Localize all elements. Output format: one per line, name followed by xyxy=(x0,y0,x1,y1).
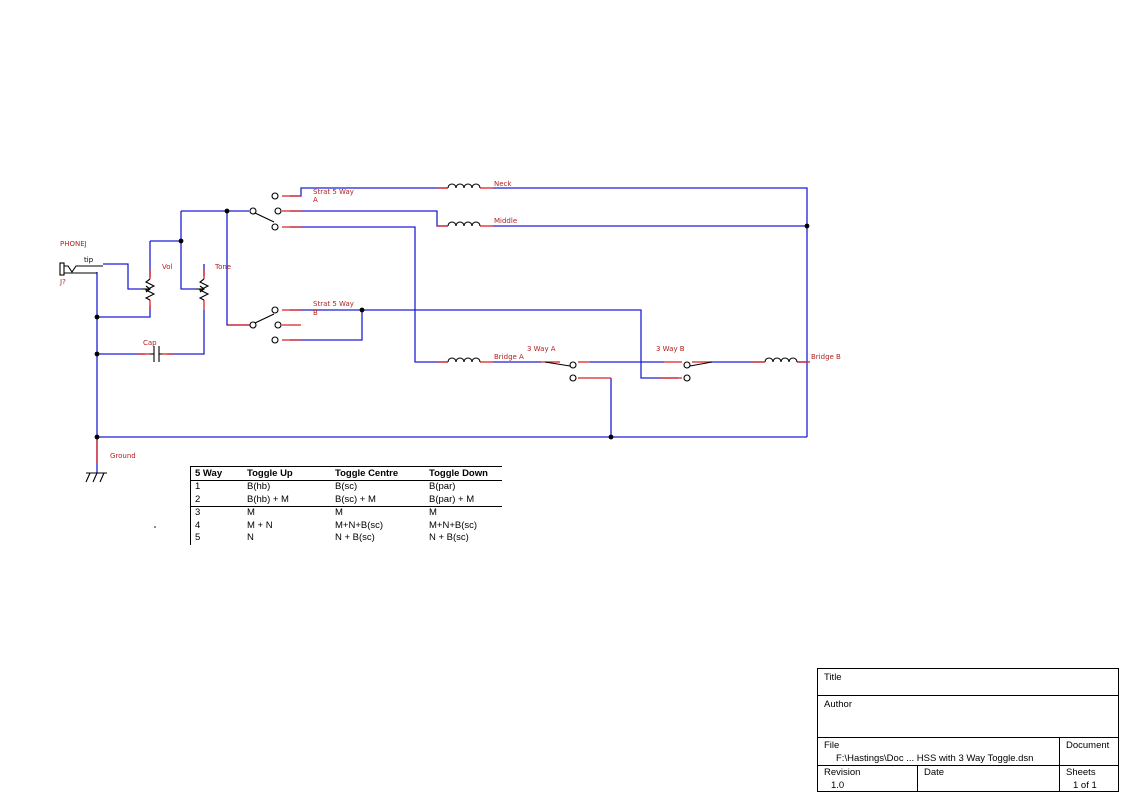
file-label: File xyxy=(824,740,840,751)
table-cell: M+N+B(sc) xyxy=(429,519,478,531)
table-row: 5 N N + B(sc) N + B(sc) xyxy=(191,532,503,545)
label-tone: Tone xyxy=(214,263,231,271)
table-header: Toggle Up xyxy=(243,466,331,481)
label-neck: Neck xyxy=(494,180,512,188)
title-label: Title xyxy=(824,672,842,683)
label-strat-a: Strat 5 Way xyxy=(313,188,354,196)
title-block: Title Author File F:\Hastings\Doc ... HS… xyxy=(817,668,1119,792)
label-strat-b-sub: B xyxy=(313,309,318,317)
divider xyxy=(1059,737,1060,792)
table-cell: 4 xyxy=(195,519,201,531)
file-value: F:\Hastings\Doc ... HSS with 3 Way Toggl… xyxy=(836,753,1034,764)
pickup-coils xyxy=(447,183,798,363)
table-cell: B(par) + M xyxy=(425,493,502,507)
label-middle: Middle xyxy=(494,217,517,225)
three-way-switch-b xyxy=(683,361,713,382)
label-strat-b: Strat 5 Way xyxy=(313,300,354,308)
ground-symbol xyxy=(85,472,107,483)
label-phonej: PHONEJ xyxy=(60,240,87,248)
table-row: 2 B(hb) + M B(sc) + M B(par) + M xyxy=(190,493,502,507)
document-label: Document xyxy=(1066,740,1110,751)
label-ground: Ground xyxy=(110,452,136,460)
divider xyxy=(818,695,1118,696)
tone-pot xyxy=(196,278,210,301)
junction-dots xyxy=(94,208,810,440)
label-three-way-a: 3 Way A xyxy=(527,345,556,353)
divider xyxy=(917,765,918,792)
revision-label: Revision xyxy=(824,767,861,778)
table-cell: 3 xyxy=(195,507,201,518)
vol-pot xyxy=(142,278,156,301)
tone-capacitor xyxy=(150,346,162,362)
table-cell: B(hb) + M xyxy=(243,493,331,507)
wires xyxy=(96,187,808,473)
strat-switch-b xyxy=(249,306,282,344)
author-label: Author xyxy=(824,699,852,710)
label-three-way-b: 3 Way B xyxy=(656,345,685,353)
sheets-value: 1 of 1 xyxy=(1073,780,1097,791)
table-row: 1 B(hb) B(sc) B(par) xyxy=(191,481,503,494)
table-cell: 2 xyxy=(190,493,243,507)
table-cell: B(hb) xyxy=(247,481,271,492)
table-header: 5 Way xyxy=(190,466,243,481)
label-strat-a-sub: A xyxy=(313,196,318,204)
divider xyxy=(818,765,1118,766)
table-cell: B(sc) xyxy=(335,481,358,492)
table-cell: B(sc) + M xyxy=(331,493,425,507)
strat-switch-a xyxy=(249,192,282,231)
sheets-label: Sheets xyxy=(1066,767,1096,778)
label-cap: Cap xyxy=(143,339,157,347)
date-label: Date xyxy=(924,767,945,778)
label-bridge-a: Bridge A xyxy=(494,353,524,361)
pin-stubs xyxy=(96,187,810,463)
table-cell: M+N+B(sc) xyxy=(335,519,384,531)
label-jack-ref: J? xyxy=(59,278,66,286)
table-cell: M xyxy=(335,507,343,518)
table-cell: M xyxy=(429,507,437,518)
table-cell: 5 xyxy=(195,532,201,543)
table-row: 3 M M M xyxy=(191,507,503,520)
table-header: Toggle Down xyxy=(425,466,502,481)
revision-value: 1.0 xyxy=(831,780,845,791)
component-labels: PHONEJ J? tip Vol Tone Cap Ground Strat … xyxy=(59,180,841,460)
phone-jack xyxy=(59,262,103,276)
table-cell: 1 xyxy=(195,481,201,492)
table-cell: B(par) xyxy=(429,481,456,492)
table-cell: N + B(sc) xyxy=(335,532,375,543)
table-cell: N + B(sc) xyxy=(429,532,469,543)
table-row: 4 M + N M+N+B(sc) M+N+B(sc) xyxy=(191,520,503,533)
stray-dot xyxy=(154,526,156,528)
label-vol: Vol xyxy=(162,263,173,271)
table-header: Toggle Centre xyxy=(331,466,425,481)
switch-truth-table: 5 Way Toggle Up Toggle Centre Toggle Dow… xyxy=(190,466,502,545)
table-cell: M + N xyxy=(247,519,273,531)
table-cell: M xyxy=(247,507,255,518)
three-way-switch-a xyxy=(544,361,577,382)
divider xyxy=(818,737,1118,738)
table-cell: N xyxy=(247,532,254,543)
label-bridge-b: Bridge B xyxy=(811,353,841,361)
label-tip: tip xyxy=(84,256,94,264)
